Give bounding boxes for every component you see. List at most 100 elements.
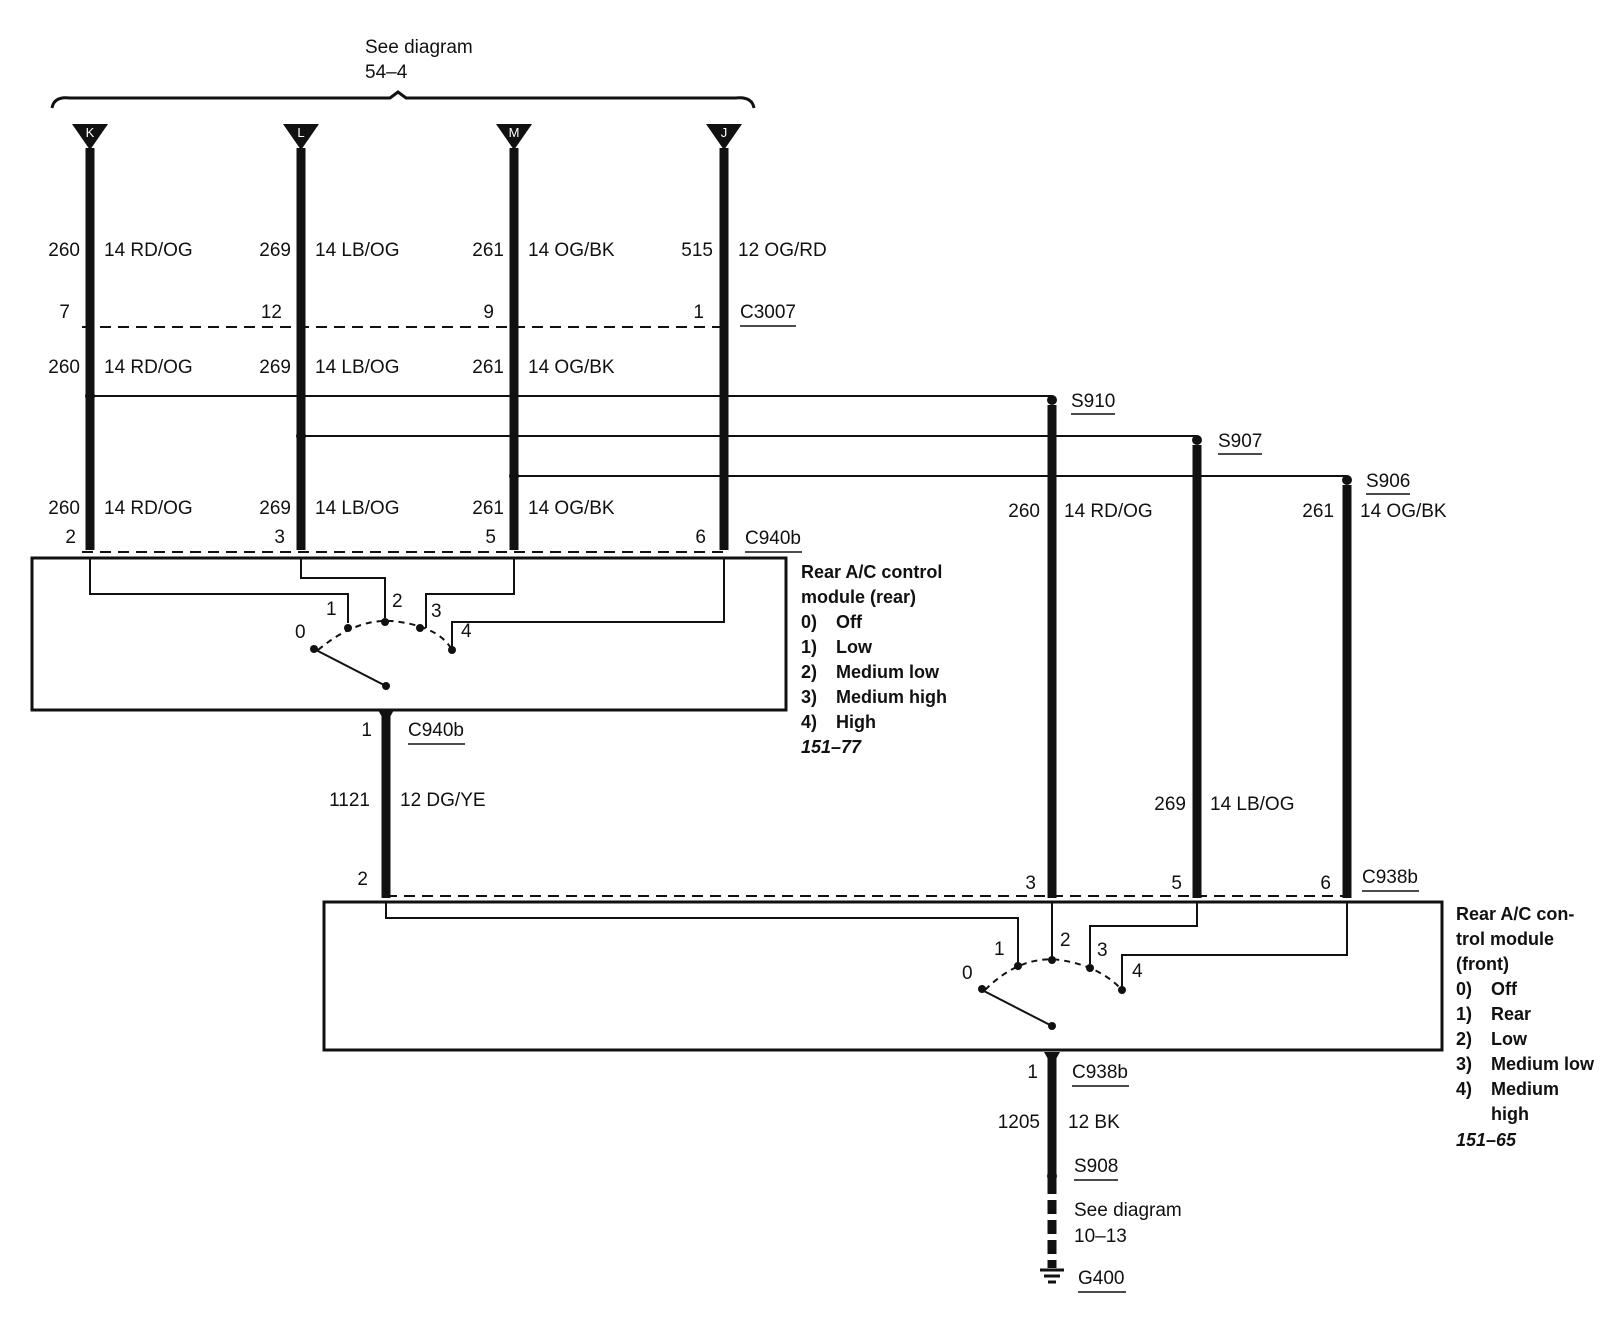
splice-dot-260 <box>85 391 95 401</box>
pin-l: L <box>283 124 319 150</box>
front-switch-contact-0 <box>978 985 986 993</box>
ground-circuit: 1205 <box>998 1112 1040 1133</box>
rear-pos-2: 2 <box>392 591 403 612</box>
top-diagram-reference: See diagram 54–4 <box>365 37 473 83</box>
front-pos-2: 2 <box>1060 930 1071 951</box>
upper-circuit-3: 261 <box>472 240 504 261</box>
upper-color-3: 14 OG/BK <box>528 240 615 261</box>
c3007-pin-2: 12 <box>261 302 282 323</box>
top-ref-line1: See diagram <box>365 37 473 58</box>
front-switch-wiring <box>385 902 1348 1027</box>
right-circuit-3: 261 <box>1302 501 1334 522</box>
upper-color-4: 12 OG/RD <box>738 240 827 261</box>
front-switch-contact-2 <box>1048 956 1056 964</box>
front-switch-pivot <box>1048 1022 1056 1030</box>
c3007-label: C3007 <box>740 302 796 323</box>
c3007-pin-1: 7 <box>59 302 70 323</box>
rear-switch-contact-0 <box>310 645 318 653</box>
rear-legend-text-3: Medium high <box>836 687 947 707</box>
front-legend-text-4: Medium <box>1491 1079 1559 1099</box>
rear-pos-0: 0 <box>295 622 306 643</box>
front-legend-num-4: 4) <box>1456 1079 1472 1099</box>
rear-legend-text-0: Off <box>836 612 863 632</box>
rear-module-ref: 151–77 <box>801 737 862 757</box>
c938b-pin-3: 5 <box>1171 873 1182 894</box>
splice-dot-s908 <box>1047 1171 1057 1181</box>
rear-switch-contact-3 <box>416 624 424 632</box>
rear-legend-text-2: Medium low <box>836 662 940 682</box>
pin-k: K <box>72 124 108 150</box>
feed-color: 12 DG/YE <box>400 790 486 811</box>
rear-module-box <box>30 556 788 712</box>
bottom-ref-line1: See diagram <box>1074 1200 1182 1221</box>
c940b-pin-2: 3 <box>274 527 285 548</box>
rear-legend-num-0: 0) <box>801 612 817 632</box>
upper-circuit-1: 260 <box>48 240 80 261</box>
rear-legend-num-1: 1) <box>801 637 817 657</box>
front-switch-contact-3 <box>1086 964 1094 972</box>
front-switch-contact-1 <box>1014 962 1022 970</box>
upper-circuit-4: 515 <box>681 240 713 261</box>
splice-dot-s906 <box>1342 475 1352 485</box>
c3007-pin-4: 1 <box>693 302 704 323</box>
lower-color-1: 14 RD/OG <box>104 498 193 519</box>
rear-pos-3: 3 <box>431 601 442 622</box>
pin-k-label: K <box>86 125 95 140</box>
right-color-3: 14 OG/BK <box>1360 501 1447 522</box>
rear-legend-num-2: 2) <box>801 662 817 682</box>
lower-circuit-3: 261 <box>472 498 504 519</box>
c938b-label: C938b <box>1362 867 1418 888</box>
front-legend-num-1: 1) <box>1456 1004 1472 1024</box>
s910-label: S910 <box>1071 391 1115 412</box>
upper-color-2: 14 LB/OG <box>315 240 400 261</box>
top-ref-line2: 54–4 <box>365 62 408 83</box>
c938b-pin-4: 6 <box>1320 873 1331 894</box>
c938b-pin-2: 3 <box>1025 873 1036 894</box>
s906-label: S906 <box>1366 471 1410 492</box>
mid-circuit-3: 261 <box>472 357 504 378</box>
front-module-title3: (front) <box>1456 954 1509 974</box>
lower-color-3: 14 OG/BK <box>528 498 615 519</box>
s907-label: S907 <box>1218 431 1262 452</box>
front-pos-3: 3 <box>1097 940 1108 961</box>
front-legend-text-1: Rear <box>1491 1004 1531 1024</box>
splice-dot-269 <box>296 431 306 441</box>
mid-color-3: 14 OG/BK <box>528 357 615 378</box>
upper-color-1: 14 RD/OG <box>104 240 193 261</box>
rear-pos-4: 4 <box>461 621 472 642</box>
front-legend-text-3: Medium low <box>1491 1054 1595 1074</box>
front-legend-num-2: 2) <box>1456 1029 1472 1049</box>
mid-color-1: 14 RD/OG <box>104 357 193 378</box>
front-module-box <box>322 900 1444 1052</box>
c940b-pin-3: 5 <box>485 527 496 548</box>
rear-switch-wiring <box>89 558 725 687</box>
front-module-title2: trol module <box>1456 929 1554 949</box>
rear-legend-text-4: High <box>836 712 876 732</box>
rear-legend-num-3: 3) <box>801 687 817 707</box>
ground-color: 12 BK <box>1068 1112 1120 1133</box>
rear-module-title2: module (rear) <box>801 587 916 607</box>
s908-label: S908 <box>1074 1156 1118 1177</box>
mid-circuit-1: 260 <box>48 357 80 378</box>
front-module-ref: 151–65 <box>1456 1130 1517 1150</box>
splice-dot-261 <box>509 471 519 481</box>
front-pos-4: 4 <box>1132 961 1143 982</box>
right-circuit-1: 260 <box>1008 501 1040 522</box>
upper-circuit-2: 269 <box>259 240 291 261</box>
c940b-pin-4: 6 <box>695 527 706 548</box>
c938b-bottom-label: C938b <box>1072 1062 1128 1083</box>
rear-legend-text-1: Low <box>836 637 873 657</box>
right-color-1: 14 RD/OG <box>1064 501 1153 522</box>
rear-switch-contact-2 <box>381 618 389 626</box>
rear-switch-contact-4 <box>448 646 456 654</box>
right-circuit-2: 269 <box>1154 794 1186 815</box>
front-legend-num-0: 0) <box>1456 979 1472 999</box>
ground-label: G400 <box>1078 1268 1124 1289</box>
pin-m-label: M <box>509 125 520 140</box>
front-module-title1: Rear A/C con- <box>1456 904 1574 924</box>
lower-circuit-2: 269 <box>259 498 291 519</box>
rear-switch-contact-1 <box>344 624 352 632</box>
c940b-label: C940b <box>745 528 801 549</box>
c938b-bottom-arrow <box>1044 1052 1060 1066</box>
right-color-2: 14 LB/OG <box>1210 794 1295 815</box>
